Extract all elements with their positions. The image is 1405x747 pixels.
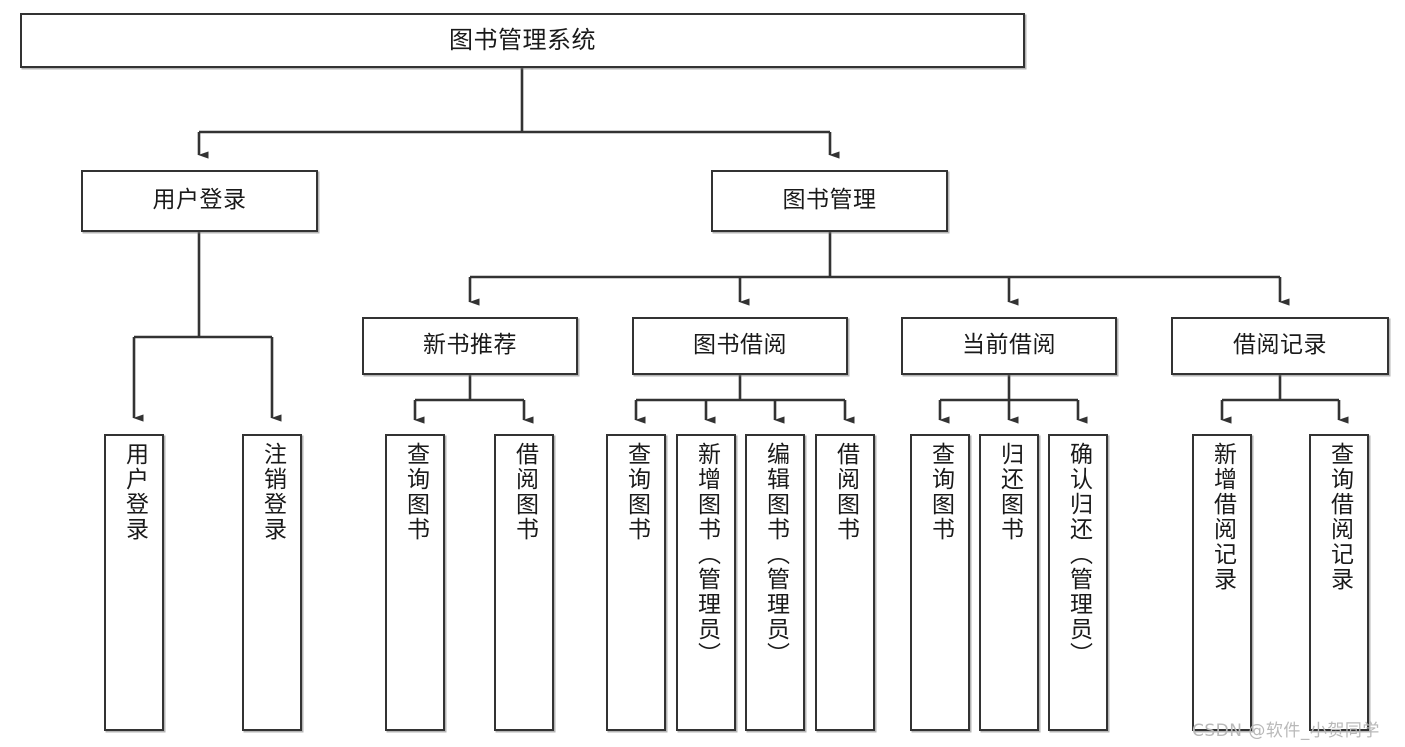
node-label: 新增借阅记录: [1209, 442, 1236, 592]
node-user-login[interactable]: 用户登录: [81, 170, 318, 232]
node-leaf-user-login[interactable]: 用户登录: [104, 434, 164, 731]
node-leaf-edit-book-admin[interactable]: 编辑图书（管理员）: [745, 434, 805, 731]
node-book-management[interactable]: 图书管理: [711, 170, 948, 232]
node-label: 新增图书（管理员）: [693, 442, 720, 667]
csdn-watermark: CSDN @软件_小贺同学: [1192, 721, 1380, 741]
node-leaf-logout[interactable]: 注销登录: [242, 434, 302, 731]
node-label: 注销登录: [259, 442, 286, 542]
node-borrow-record[interactable]: 借阅记录: [1171, 317, 1389, 375]
node-label: 图书借阅: [693, 332, 787, 359]
node-label: 确认归还（管理员）: [1065, 442, 1092, 667]
node-leaf-add-book-admin[interactable]: 新增图书（管理员）: [676, 434, 736, 731]
node-label: 编辑图书（管理员）: [762, 442, 789, 667]
node-book-borrow[interactable]: 图书借阅: [632, 317, 848, 375]
node-label: 查询借阅记录: [1326, 442, 1353, 592]
node-new-book-recommend[interactable]: 新书推荐: [362, 317, 578, 375]
node-label: 查询图书: [927, 442, 954, 542]
node-root-book-management-system[interactable]: 图书管理系统: [20, 13, 1025, 68]
node-leaf-return-book[interactable]: 归还图书: [979, 434, 1039, 731]
node-leaf-borrow-book[interactable]: 借阅图书: [815, 434, 875, 731]
node-leaf-confirm-return-admin[interactable]: 确认归还（管理员）: [1048, 434, 1108, 731]
node-label: 借阅记录: [1233, 332, 1327, 359]
node-label: 用户登录: [152, 187, 247, 214]
node-leaf-add-borrow-record[interactable]: 新增借阅记录: [1192, 434, 1252, 731]
node-label: 查询图书: [623, 442, 650, 542]
node-label: 借阅图书: [511, 442, 538, 542]
node-label: 当前借阅: [962, 332, 1056, 359]
node-label: 图书管理系统: [449, 26, 596, 55]
node-label: 新书推荐: [423, 332, 517, 359]
node-leaf-query-book-current[interactable]: 查询图书: [910, 434, 970, 731]
node-label: 借阅图书: [832, 442, 859, 542]
node-current-borrow[interactable]: 当前借阅: [901, 317, 1117, 375]
node-leaf-query-book-borrow[interactable]: 查询图书: [606, 434, 666, 731]
node-leaf-borrow-book-recommend[interactable]: 借阅图书: [494, 434, 554, 731]
node-label: 归还图书: [996, 442, 1023, 542]
node-leaf-query-book-recommend[interactable]: 查询图书: [385, 434, 445, 731]
node-label: 用户登录: [121, 442, 148, 542]
node-label: 图书管理: [782, 187, 877, 214]
node-label: 查询图书: [402, 442, 429, 542]
node-leaf-query-borrow-record[interactable]: 查询借阅记录: [1309, 434, 1369, 731]
